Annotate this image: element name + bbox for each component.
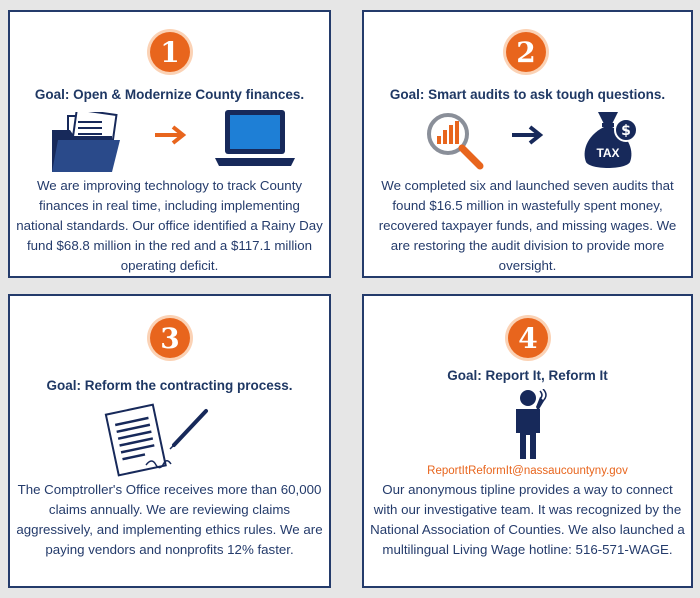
goal-description: The Comptroller's Office receives more t… [16,482,323,557]
goal-title: Goal: Smart audits to ask tough question… [389,87,666,102]
laptop-icon [215,110,295,166]
goal-description: Our anonymous tipline provides a way to … [370,482,685,557]
tipline-email-link[interactable]: ReportItReformIt@nassaucountyny.gov [427,465,628,477]
goal-card-3: 3 Goal: Reform the contracting process. … [8,294,331,588]
person-phone-icon [516,389,547,459]
number-badge: 4 [508,318,548,358]
tax-bag-icon: $ TAX [580,108,640,172]
goal-title: Goal: Open & Modernize County finances. [34,87,305,102]
goal-description: We completed six and launched seven audi… [378,178,677,273]
tax-label: TAX [596,146,620,160]
magnifying-chart-icon [427,113,484,170]
number-badge: 1 [150,32,190,72]
goal-title: Goal: Report It, Reform It [447,368,608,383]
goal-description: We are improving technology to track Cou… [16,178,323,273]
goal-card-2: 2 Goal: Smart audits to ask tough questi… [362,10,693,278]
folder-icon [52,112,120,172]
goal-card-1: 1 Goal: Open & Modernize County finances… [8,10,331,278]
goal-card-4: 4 Goal: Report It, Reform It ReportItRef… [362,294,693,588]
number-badge: 2 [506,32,546,72]
number-badge: 3 [150,318,190,358]
contract-signing-icon [104,403,208,477]
arrow-right-icon [155,125,187,145]
arrow-right-icon [512,125,544,145]
svg-text:$: $ [621,123,631,139]
goal-title: Goal: Reform the contracting process. [46,378,293,393]
